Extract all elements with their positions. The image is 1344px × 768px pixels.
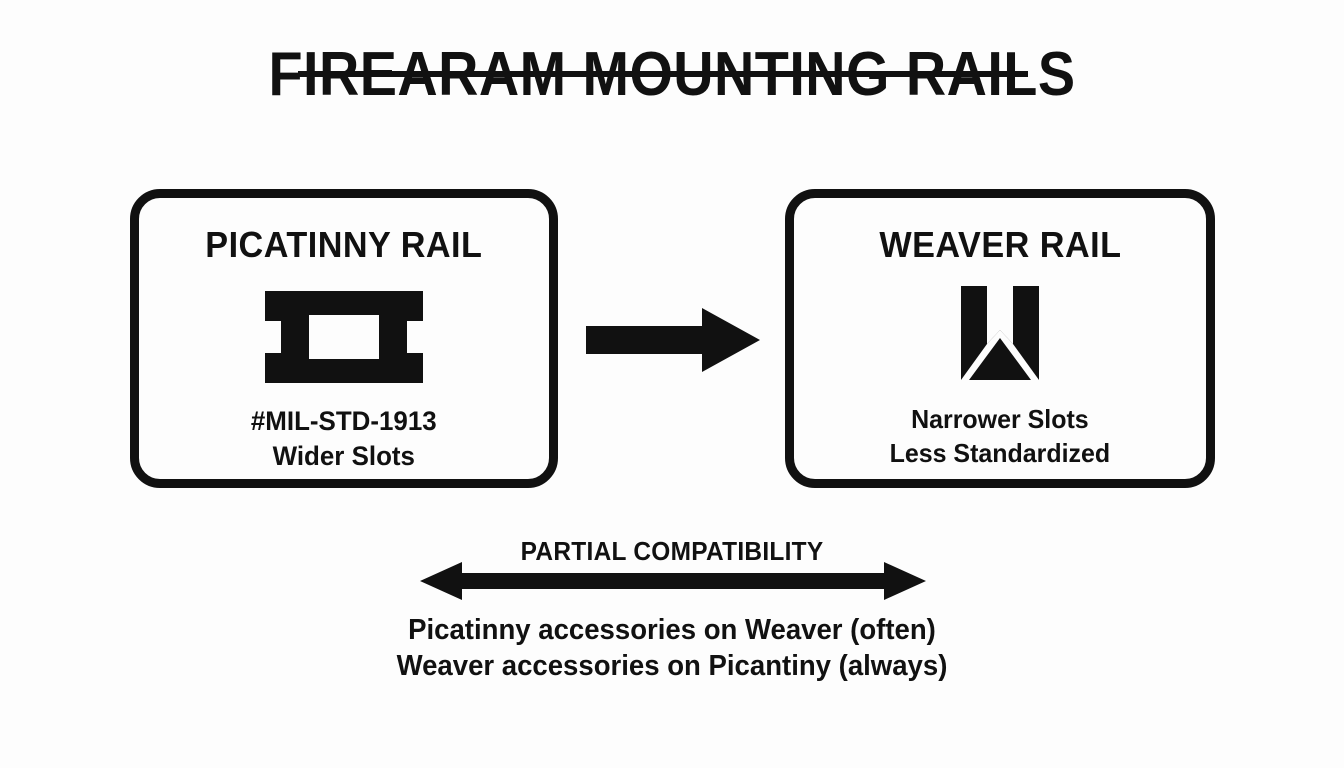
compatibility-note-1: Picatinny accessories on Weaver (often) [408, 614, 936, 646]
card-weaver-note-1: Narrower Slots [911, 404, 1089, 434]
compatibility-label: PARTIAL COMPATIBILITY [520, 536, 824, 566]
card-picatinny-rail[interactable]: PICATINNY RAIL #MIL-STD-1913 Wider Slots [130, 189, 558, 488]
card-weaver-title: WEAVER RAIL [878, 224, 1122, 265]
card-picatinny-note-1: #MIL-STD-1913 [251, 406, 437, 436]
double-headed-arrow-icon [420, 562, 926, 600]
card-picatinny-note-2: Wider Slots [272, 441, 416, 471]
compatibility-label-block: PARTIAL COMPATIBILITY [0, 536, 1344, 567]
card-picatinny-content: PICATINNY RAIL #MIL-STD-1913 Wider Slots [139, 198, 549, 479]
card-picatinny-notes: #MIL-STD-1913 Wider Slots [247, 404, 441, 474]
card-weaver-content: WEAVER RAIL Narrower Slots Less Standard… [794, 198, 1206, 479]
picatinny-rail-cross-section-icon [255, 290, 433, 384]
compatibility-notes: Picatinny accessories on Weaver (often) … [0, 612, 1344, 684]
card-weaver-rail[interactable]: WEAVER RAIL Narrower Slots Less Standard… [785, 189, 1215, 488]
title-underline-rule [298, 71, 1028, 77]
card-picatinny-title: PICATINNY RAIL [205, 224, 483, 265]
card-weaver-notes: Narrower Slots Less Standardized [885, 402, 1115, 470]
weaver-rail-cross-section-icon [961, 286, 1039, 380]
card-weaver-note-2: Less Standardized [889, 438, 1111, 468]
arrow-right-icon [586, 308, 760, 372]
compatibility-note-2: Weaver accessories on Picantiny (always) [396, 650, 948, 682]
